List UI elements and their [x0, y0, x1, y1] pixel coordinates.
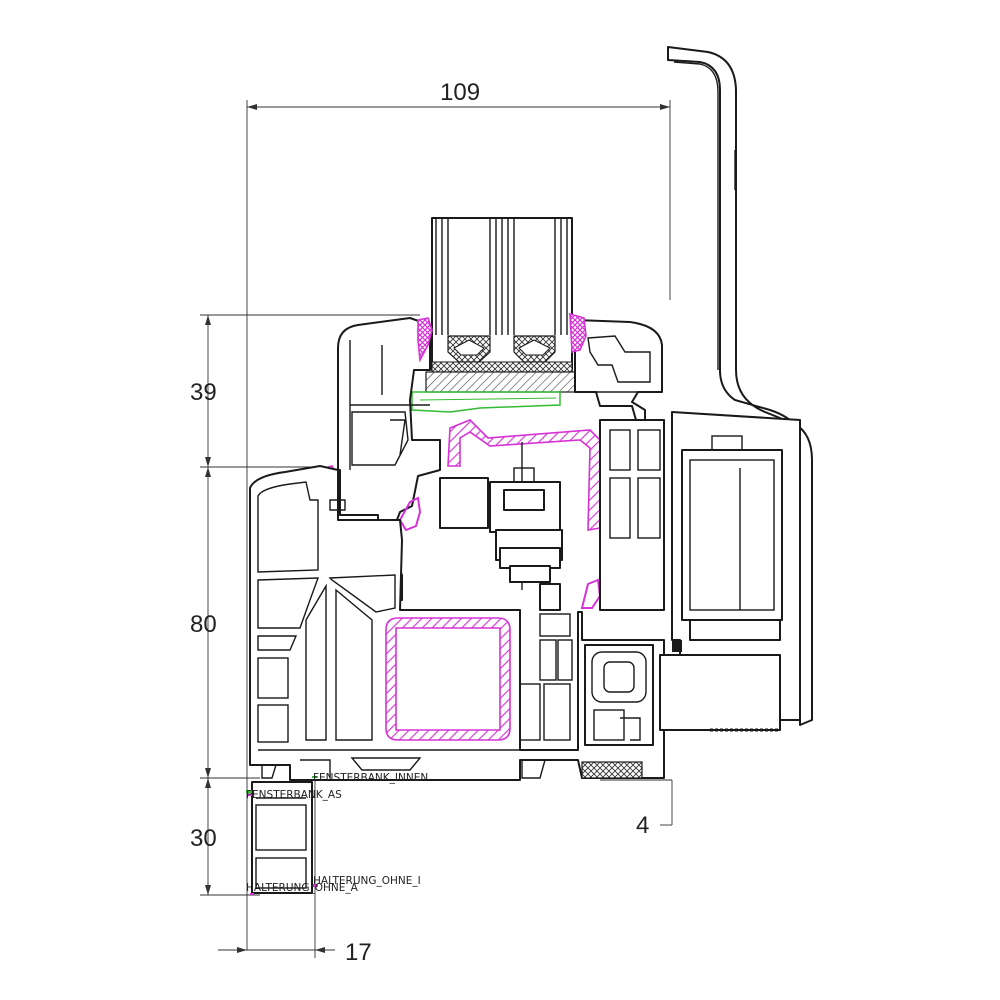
dimension-39-label: 39: [190, 379, 217, 406]
label-halterung-ohne-i: HALTERUNG_OHNE_I: [313, 875, 421, 887]
dimension-4-label: 4: [636, 812, 649, 839]
dimension-4: [600, 779, 673, 826]
label-halterung-ohne-a: HALTERUNG_OHNE_A: [246, 882, 359, 894]
outer-hardware-box: [659, 411, 801, 732]
label-fensterbank-as: FENSTERBANK_AS: [246, 789, 342, 801]
window-handle: [667, 46, 813, 726]
dimension-39: [200, 314, 420, 468]
dimension-80-label: 80: [190, 611, 217, 638]
dimension-17-label: 17: [345, 939, 372, 966]
dimension-80: [200, 467, 260, 779]
bottom-base-block: [581, 761, 643, 779]
bottom-right-chamber: [584, 644, 654, 746]
glazing-seal-outer: [569, 312, 587, 354]
sash-lower-rebate: [439, 419, 665, 611]
center-seal-right: [580, 578, 602, 609]
dimension-17: [218, 780, 335, 958]
label-markers: [246, 776, 318, 895]
dimension-109-label: 109: [440, 79, 480, 106]
sash-reinforcement: [447, 419, 605, 531]
frame-reinforcement: [385, 617, 511, 741]
sash-outer-profile: [574, 319, 663, 421]
spacer-left: [447, 335, 491, 363]
glazing-bead-gasket: [411, 391, 561, 413]
sill-adapter-profile: [251, 781, 313, 894]
spacer-right: [513, 335, 556, 363]
glazing-unit: [425, 217, 577, 393]
dimension-109: [246, 100, 671, 950]
label-fensterbank-innen: FENSTERBANK_INNEN: [313, 772, 428, 784]
hardware-locking-mechanism: [489, 442, 563, 611]
glazing-seal-inner: [417, 317, 433, 363]
dimension-30-label: 30: [190, 825, 217, 852]
